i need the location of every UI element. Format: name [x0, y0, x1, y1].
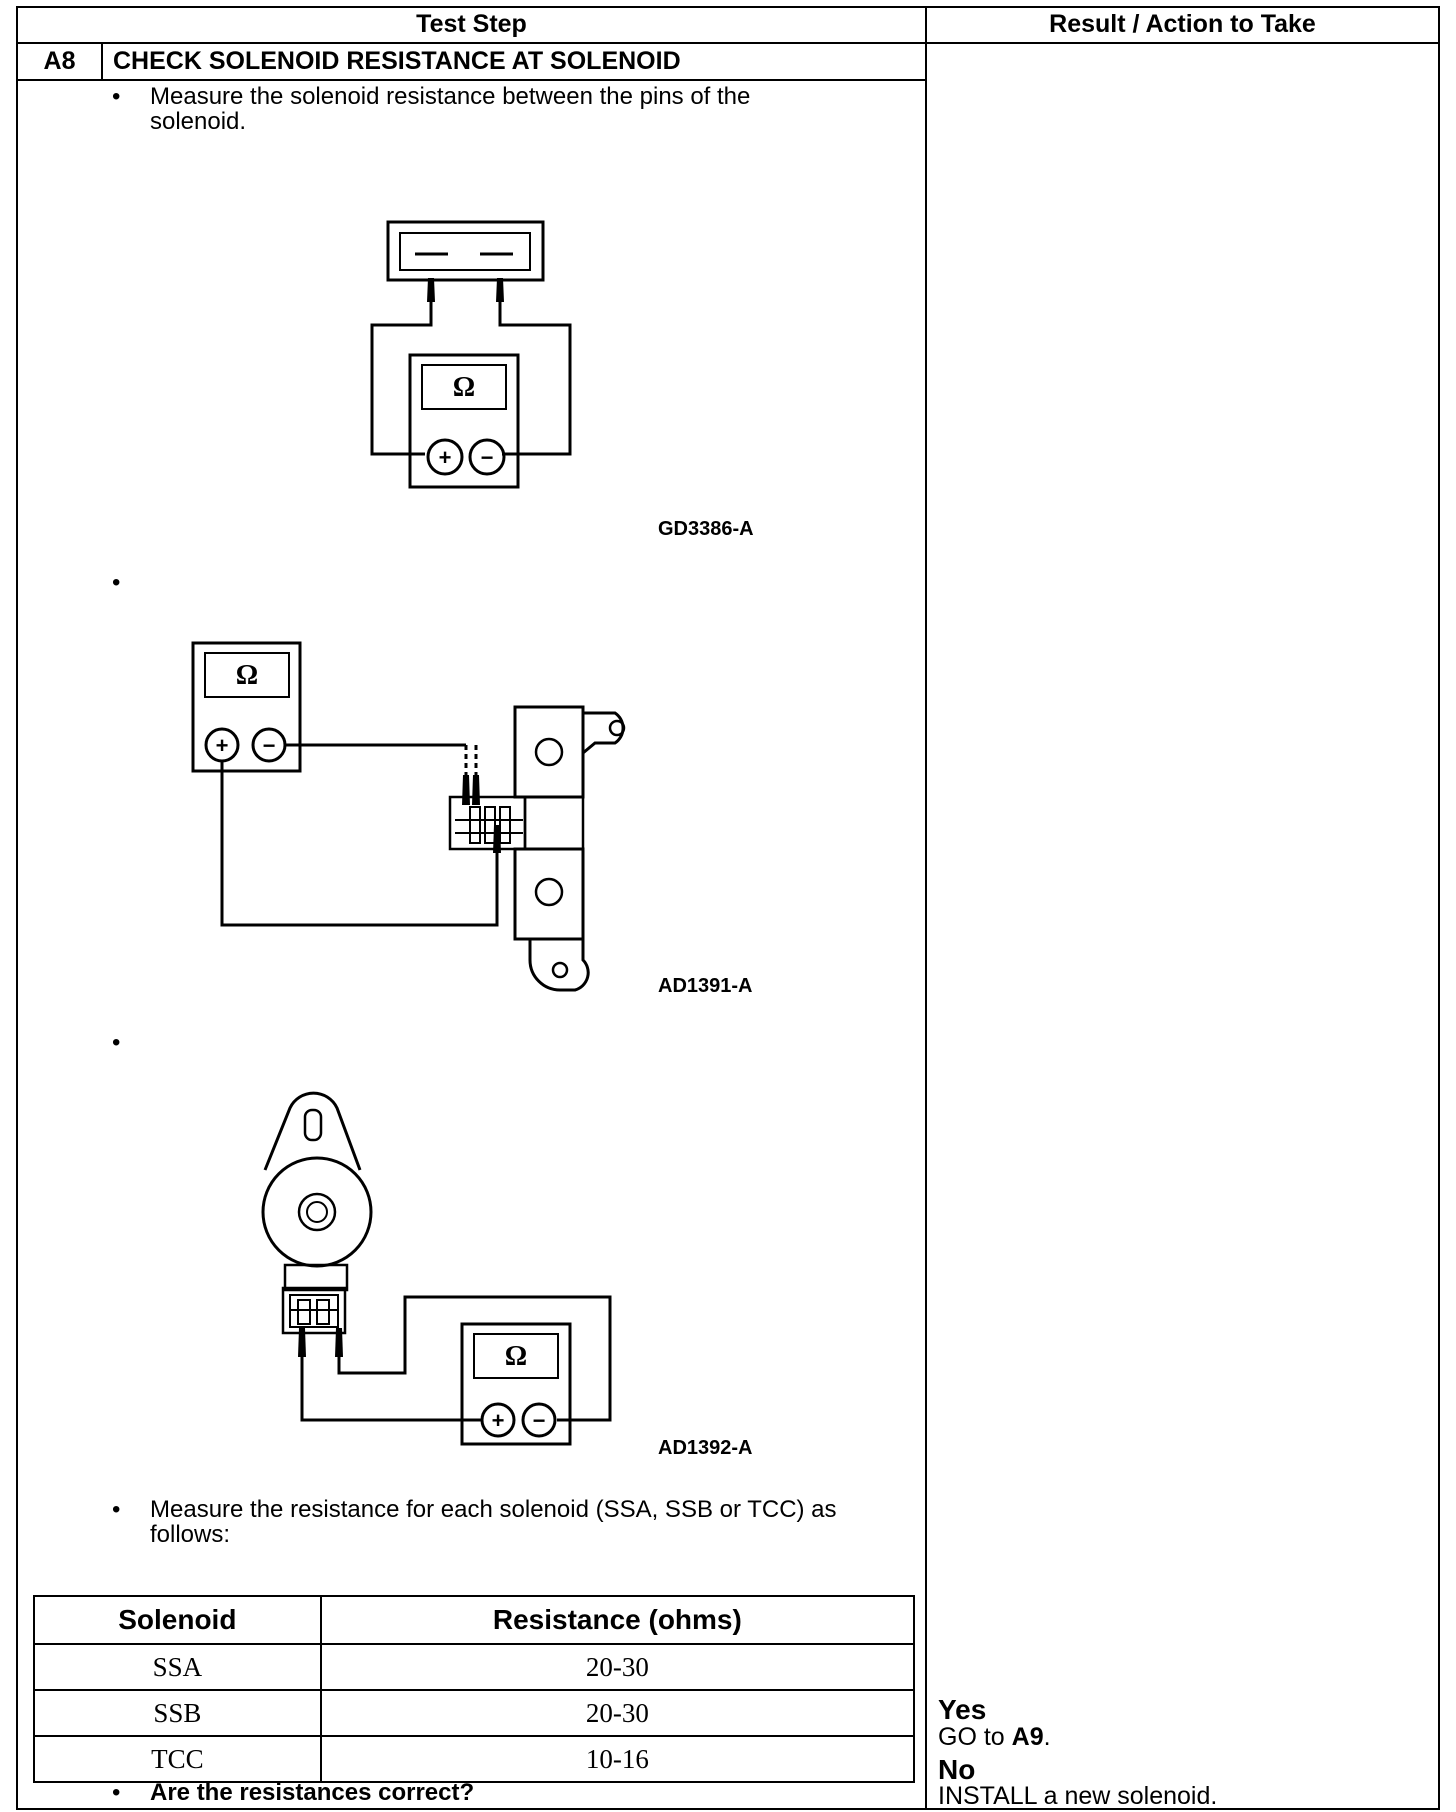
lead-positive: [300, 1355, 481, 1422]
step-id-divider: [101, 42, 103, 81]
probe-positive: [298, 1328, 306, 1357]
figure-id-ad1391: AD1391-A: [658, 975, 753, 997]
frame-bottom: [16, 1808, 1440, 1810]
col-header-solenoid: Solenoid: [33, 1595, 322, 1645]
probe-positive: [493, 825, 501, 853]
probe-positive: [427, 278, 435, 302]
meter-body: [460, 1322, 572, 1446]
col-header-resistance: Resistance (ohms): [319, 1595, 916, 1645]
figure-id-gd3386: GD3386-A: [658, 518, 754, 540]
step-row-divider: [16, 79, 927, 81]
bullet-5: •: [112, 1779, 121, 1806]
minus-terminal: [521, 1402, 557, 1438]
plus-symbol: +: [439, 445, 452, 470]
meter-body: [191, 641, 302, 773]
minus-symbol: −: [481, 445, 494, 470]
lead-negative: [498, 300, 572, 456]
cell-resistance: 20-30: [319, 1689, 916, 1737]
probe-negative: [335, 1328, 343, 1357]
result-yes-prefix: GO to: [938, 1723, 1012, 1751]
bullet-1: •: [112, 83, 121, 110]
figure-gd3386: Ω + −: [370, 220, 572, 489]
bullet-4: •: [112, 1496, 121, 1523]
figure-ad1391: Ω + −: [191, 641, 626, 992]
instruction-measure-each: Measure the resistance for each solenoid…: [150, 1496, 837, 1548]
result-yes-action: GO to A9.: [938, 1724, 1051, 1750]
step-title: CHECK SOLENOID RESISTANCE AT SOLENOID: [113, 47, 681, 75]
frame-left: [16, 6, 18, 1810]
cell-solenoid: TCC: [33, 1735, 322, 1783]
ohm-symbol: Ω: [236, 660, 258, 691]
solenoid-mount-tab: [263, 1091, 362, 1171]
cell-resistance: 20-30: [319, 1643, 916, 1691]
result-yes-label: Yes: [938, 1694, 987, 1725]
header-result-action: Result / Action to Take: [1049, 10, 1316, 38]
solenoid-neck: [283, 1263, 349, 1292]
table-row: SSB 20-30: [33, 1689, 916, 1737]
result-yes-suffix: .: [1043, 1723, 1051, 1751]
minus-terminal: [468, 438, 506, 476]
connector-body: [386, 220, 545, 282]
resistance-table: Solenoid Resistance (ohms) SSA 20-30 SSB…: [33, 1595, 916, 1783]
figure-id-ad1392: AD1392-A: [658, 1437, 753, 1459]
header-test-step: Test Step: [416, 10, 527, 38]
solenoid-body: [523, 795, 585, 851]
probe-negative: [496, 278, 504, 302]
plus-terminal: [480, 1402, 516, 1438]
column-divider: [925, 6, 927, 1810]
question-resistances-correct: Are the resistances correct?: [150, 1779, 475, 1806]
table-header-row: Solenoid Resistance (ohms): [33, 1595, 916, 1645]
ohm-symbol: Ω: [505, 1341, 527, 1372]
plus-symbol: +: [492, 1408, 505, 1433]
meter-display: [473, 1333, 559, 1379]
bullet-3: •: [112, 1029, 121, 1056]
connector-housing: [448, 795, 527, 851]
result-no-label: No: [938, 1754, 976, 1785]
result-no-action: INSTALL a new solenoid.: [938, 1782, 1218, 1810]
bullet-2: •: [112, 569, 121, 596]
header-divider: [16, 42, 1440, 44]
cell-resistance: 10-16: [319, 1735, 916, 1783]
ohm-symbol: Ω: [453, 372, 475, 403]
frame-top: [16, 6, 1440, 8]
cell-solenoid: SSB: [33, 1689, 322, 1737]
solenoid-lower-block: [513, 847, 585, 941]
meter-display: [204, 652, 290, 698]
probe-negative-2: [472, 775, 480, 805]
solenoid-disc: [261, 1156, 373, 1268]
meter-body: [408, 353, 520, 489]
result-yes-target[interactable]: A9: [1011, 1723, 1044, 1751]
instruction-measure-pins: Measure the solenoid resistance between …: [150, 83, 751, 135]
table-row: TCC 10-16: [33, 1735, 916, 1783]
probe-negative-1: [462, 775, 470, 805]
minus-symbol: −: [263, 733, 276, 758]
minus-symbol: −: [533, 1408, 546, 1433]
plus-symbol: +: [216, 733, 229, 758]
lead-positive: [220, 761, 499, 927]
plus-terminal: [426, 438, 464, 476]
lead-positive: [370, 300, 433, 456]
meter-display: [421, 364, 507, 410]
upper-mount-tab: [582, 711, 625, 755]
cell-solenoid: SSA: [33, 1643, 322, 1691]
step-id: A8: [43, 47, 76, 75]
figure-ad1392: Ω + −: [261, 1091, 612, 1446]
table-row: SSA 20-30: [33, 1643, 916, 1691]
connector-housing: [281, 1286, 347, 1335]
lower-mount-tab: [528, 939, 590, 992]
solenoid-upper-block: [513, 705, 585, 799]
connector-inner: [399, 232, 531, 271]
lead-negative: [337, 1295, 612, 1422]
frame-right: [1438, 6, 1440, 1810]
